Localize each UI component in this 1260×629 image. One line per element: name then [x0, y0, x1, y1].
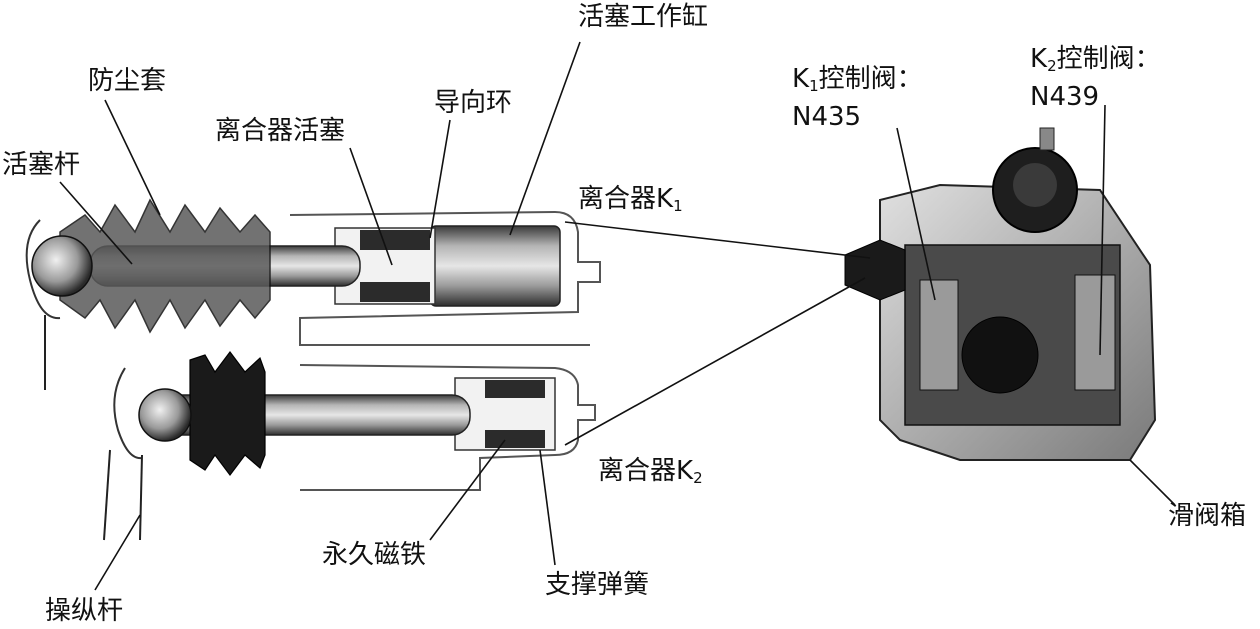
label-k2-valve-code: N439	[1030, 82, 1100, 112]
lower-ball-clip	[113, 367, 143, 460]
lower-lever-b	[139, 454, 143, 541]
upper-ball-clip	[25, 219, 61, 320]
upper-actuator	[25, 198, 601, 390]
label-support-spring: 支撑弹簧	[545, 570, 650, 600]
upper-housing-outline	[289, 210, 601, 346]
label-clutch-k1: 离合器K1	[578, 186, 683, 214]
leader-k1-valve	[896, 127, 936, 301]
leader-lines	[59, 41, 1176, 591]
label-clutch-piston: 离合器活塞	[215, 116, 346, 146]
label-guide-ring: 导向环	[434, 88, 513, 118]
label-clutch-k1-text: 离合器K	[578, 184, 674, 214]
label-k1-valve-sub: 1	[809, 77, 819, 95]
upper-cylinder	[429, 225, 561, 307]
valve-box-motor	[961, 316, 1039, 394]
label-valve-box: 滑阀箱	[1168, 501, 1247, 531]
label-k1-valve-prefix: K	[792, 64, 810, 94]
upper-ball-end	[31, 235, 93, 297]
label-piston-rod: 活塞杆	[2, 150, 81, 180]
lower-ball-end	[138, 388, 192, 442]
valve-box-block-right	[1074, 274, 1116, 391]
label-k1-valve-suffix: 控制阀：	[818, 64, 923, 94]
leader-k2-valve	[1099, 104, 1106, 356]
valve-box-cap-inner	[1013, 163, 1057, 207]
label-clutch-k2-text: 离合器K	[598, 456, 694, 486]
upper-piston-seal-bottom	[360, 282, 430, 302]
leader-clutch-piston	[349, 147, 393, 266]
lower-magnet-bottom	[485, 430, 545, 448]
lower-dust-boot	[189, 351, 266, 476]
lower-actuator	[103, 351, 596, 541]
label-k2-valve: K2控制阀：	[1030, 46, 1161, 74]
lower-lever-a	[103, 449, 111, 541]
label-k1-valve-code: N435	[792, 102, 862, 132]
label-k1-valve: K1控制阀：	[792, 66, 923, 94]
leader-valve-box	[1129, 459, 1176, 506]
label-clutch-k2-sub: 2	[693, 469, 703, 487]
valve-box	[844, 127, 1157, 461]
label-dust-boot: 防尘套	[88, 66, 167, 96]
label-k2-valve-sub: 2	[1047, 57, 1057, 75]
leader-piston-cylinder	[509, 41, 581, 236]
lower-magnet-top	[485, 380, 545, 398]
label-k2-valve-suffix: 控制阀：	[1056, 44, 1161, 74]
leader-piston-rod	[59, 181, 133, 265]
label-permanent-magnet: 永久磁铁	[322, 540, 427, 570]
label-k2-valve-prefix: K	[1030, 44, 1048, 74]
leader-magnet	[429, 439, 506, 541]
leader-spring	[539, 449, 556, 566]
valve-box-connector	[844, 239, 906, 301]
upper-dust-boot	[59, 198, 271, 334]
leader-dust-boot	[104, 99, 161, 216]
valve-box-block-left	[919, 279, 959, 391]
leader-k1-to-box	[564, 221, 871, 259]
label-operating-lever: 操纵杆	[45, 596, 124, 626]
leader-lever	[94, 514, 141, 591]
leader-k2-to-box	[564, 277, 866, 446]
label-clutch-k2: 离合器K2	[598, 458, 703, 486]
valve-box-stem	[1039, 127, 1055, 151]
label-clutch-k1-sub: 1	[673, 197, 683, 215]
leader-guide-ring	[429, 119, 451, 239]
upper-piston-seal-top	[360, 230, 430, 250]
label-piston-cylinder: 活塞工作缸	[578, 2, 709, 32]
lower-housing-outline	[299, 364, 596, 491]
